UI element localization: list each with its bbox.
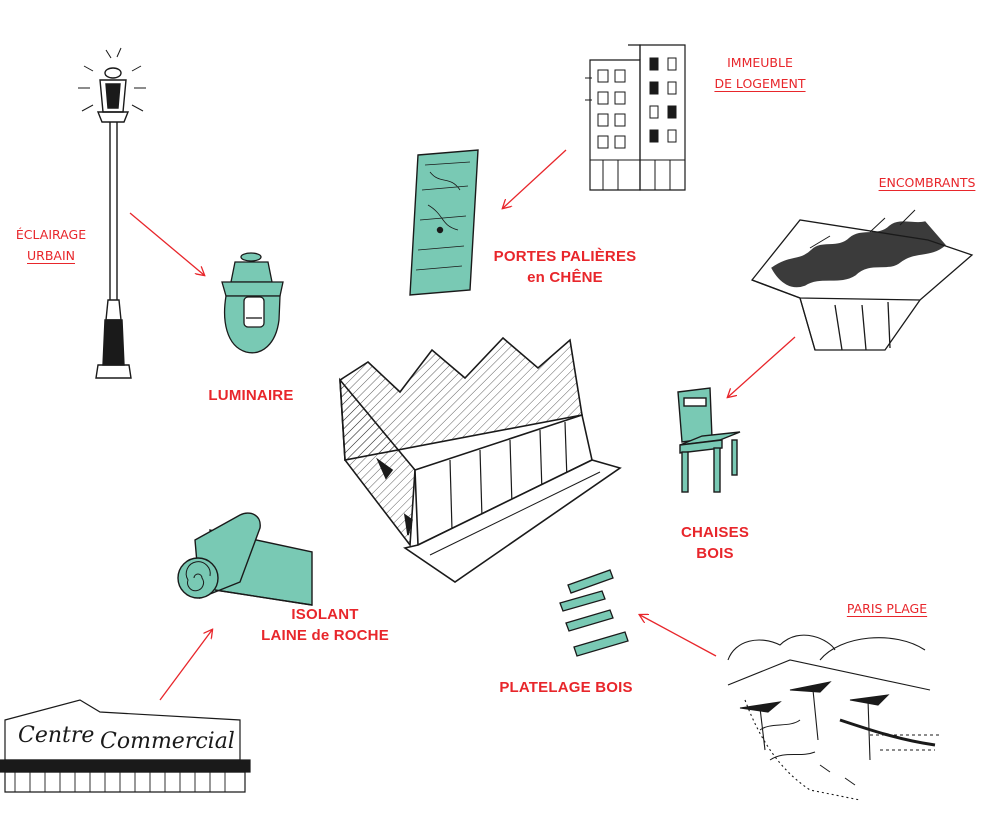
wood-planks-icon (559, 569, 629, 657)
label-chaises-bois: CHAISES BOIS (670, 522, 760, 564)
label-platelage-line1: PLATELAGE BOIS (499, 679, 633, 696)
rock-wool-roll-icon (177, 512, 313, 606)
arrow-mall-to-insulation (159, 630, 212, 701)
wooden-chair-icon (677, 387, 741, 493)
arrows (129, 149, 796, 701)
shopping-mall-icon (0, 699, 251, 793)
label-chaises-line2: BOIS (696, 545, 734, 562)
label-immeuble-line2: DE LOGEMENT (714, 76, 806, 91)
label-immeuble-line1: IMMEUBLE (727, 55, 793, 70)
label-chaises-line1: CHAISES (680, 524, 750, 541)
pavilion-building-icon (339, 336, 622, 583)
label-paris-plage: PARIS PLAGE (838, 598, 936, 619)
label-encombrants-line1: ENCOMBRANTS (878, 175, 976, 190)
dumpster-icon (750, 209, 974, 351)
arrow-dumpster-to-chair (728, 336, 796, 397)
label-paris-plage-line1: PARIS PLAGE (846, 601, 928, 616)
label-encombrants: ENCOMBRANTS (873, 172, 981, 193)
label-isolant-line1: ISOLANT (291, 606, 359, 623)
oak-door-icon (409, 149, 479, 296)
beach-umbrellas-icon (727, 634, 940, 801)
mall-sign-commercial: Commercial (100, 729, 235, 754)
label-eclairage-line2: URBAIN (27, 248, 75, 263)
label-platelage-bois: PLATELAGE BOIS (496, 677, 636, 698)
mall-sign-centre: Centre (18, 723, 94, 748)
label-portes-line1: PORTES PALIÈRES (493, 248, 637, 265)
label-luminaire-line1: LUMINAIRE (208, 387, 294, 404)
arrow-lamp-to-luminaire (129, 212, 204, 275)
label-isolant: ISOLANT LAINE de ROCHE (250, 604, 400, 646)
street-lamp-icon (78, 47, 146, 379)
arrow-beach-to-planks (640, 615, 717, 657)
label-luminaire: LUMINAIRE (196, 385, 306, 406)
lamp-head-icon (221, 252, 284, 354)
label-eclairage-line1: ÉCLAIRAGE (15, 227, 87, 242)
apartment-building-icon (585, 44, 686, 191)
label-isolant-line2: LAINE de ROCHE (261, 627, 389, 644)
label-immeuble-logement: IMMEUBLE DE LOGEMENT (712, 52, 808, 94)
label-portes-palieres: PORTES PALIÈRES en CHÊNE (490, 246, 640, 288)
arrow-building-to-door (503, 149, 567, 208)
label-eclairage-urbain: ÉCLAIRAGE URBAIN (11, 224, 91, 266)
label-portes-line2: en CHÊNE (527, 269, 603, 286)
